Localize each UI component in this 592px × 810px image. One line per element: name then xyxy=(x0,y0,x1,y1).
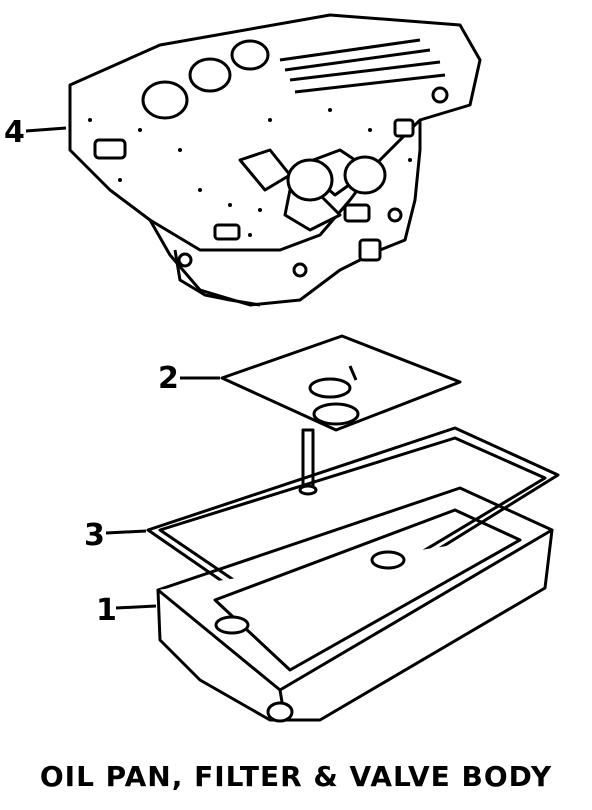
callout-3: 3 xyxy=(84,518,147,553)
callout-4: 4 xyxy=(4,115,67,150)
svg-text:4: 4 xyxy=(4,115,25,150)
svg-text:2: 2 xyxy=(158,361,179,396)
callout-1: 1 xyxy=(96,593,157,628)
svg-text:1: 1 xyxy=(96,593,117,628)
svg-text:3: 3 xyxy=(84,518,105,553)
valve-body xyxy=(68,13,482,307)
diagram-caption: OIL PAN, FILTER & VALVE BODY xyxy=(39,760,553,793)
filter xyxy=(220,334,462,496)
callout-2: 2 xyxy=(158,361,220,396)
oil-pan xyxy=(156,486,554,723)
